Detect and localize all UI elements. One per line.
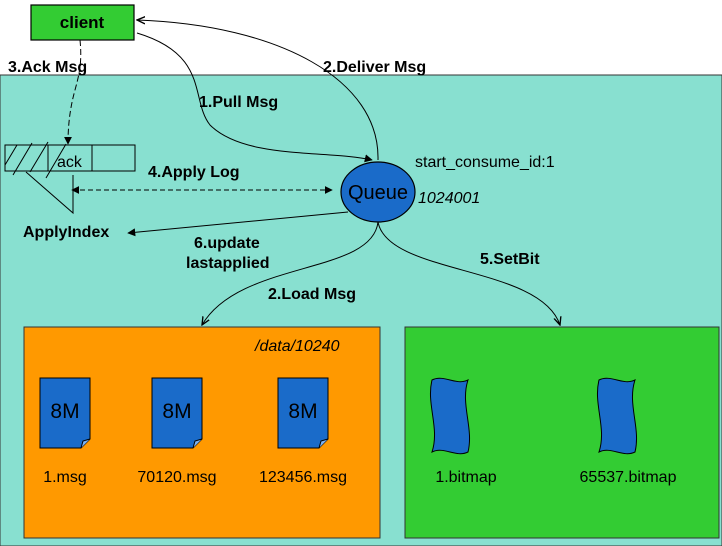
step-update-label-1: 6.update (194, 235, 260, 252)
arrow-update-lastapplied (127, 211, 349, 237)
page-fold-icon (192, 438, 203, 449)
bitmap-file-name: 65537.bitmap (580, 469, 677, 486)
page-fold-icon (318, 438, 329, 449)
msg-file: 8M 70120.msg (137, 377, 217, 486)
step-setbit-label: 5.SetBit (480, 251, 540, 268)
arrow-ack-msg (64, 39, 82, 145)
arrow-load-msg (202, 221, 379, 325)
msg-file: 8M 1.msg (39, 377, 91, 486)
queue-node: Queue (340, 161, 416, 223)
storage-path: /data/10240 (254, 338, 340, 355)
msg-file: 8M 123456.msg (259, 377, 347, 486)
apply-index-label: ApplyIndex (23, 224, 109, 241)
msg-file-name: 1.msg (43, 469, 87, 486)
client-label: client (60, 13, 105, 32)
page-fold-icon (80, 438, 91, 449)
bitmap-file: 65537.bitmap (580, 377, 677, 486)
msg-file-name: 123456.msg (259, 469, 347, 486)
bitmap-file-list: 1.bitmap 65537.bitmap (430, 377, 677, 486)
step-apply-log-label: 4.Apply Log (148, 164, 240, 181)
queue-label: Queue (348, 182, 408, 204)
step-deliver-label: 2.Deliver Msg (323, 59, 426, 76)
step-load-label: 2.Load Msg (268, 286, 356, 303)
bitmap-scroll-icon (597, 377, 637, 455)
ack-cell-label: ack (57, 154, 83, 171)
arrow-setbit (377, 221, 560, 325)
queue-id-value: 1024001 (418, 190, 480, 207)
bitmap-file: 1.bitmap (430, 377, 497, 486)
arrow-deliver-msg (137, 20, 379, 161)
msg-file-size: 8M (162, 400, 191, 423)
bitmap-file-name: 1.bitmap (435, 469, 496, 486)
bitmap-scroll-icon (430, 377, 470, 455)
msg-file-name: 70120.msg (137, 469, 216, 486)
step-ack-label: 3.Ack Msg (8, 59, 87, 76)
step-update-label-2: lastapplied (186, 255, 270, 272)
msg-file-list: 8M 1.msg 8M 70120.msg 8M 123456.msg (39, 377, 347, 486)
msg-file-size: 8M (50, 400, 79, 423)
step-pull-label: 1.Pull Msg (199, 94, 278, 111)
client-node: client (30, 4, 135, 41)
apply-log-strip: ack (4, 141, 136, 179)
arrow-pull-msg (136, 32, 373, 163)
start-consume-label: start_consume_id:1 (415, 154, 555, 171)
msg-file-size: 8M (288, 400, 317, 423)
